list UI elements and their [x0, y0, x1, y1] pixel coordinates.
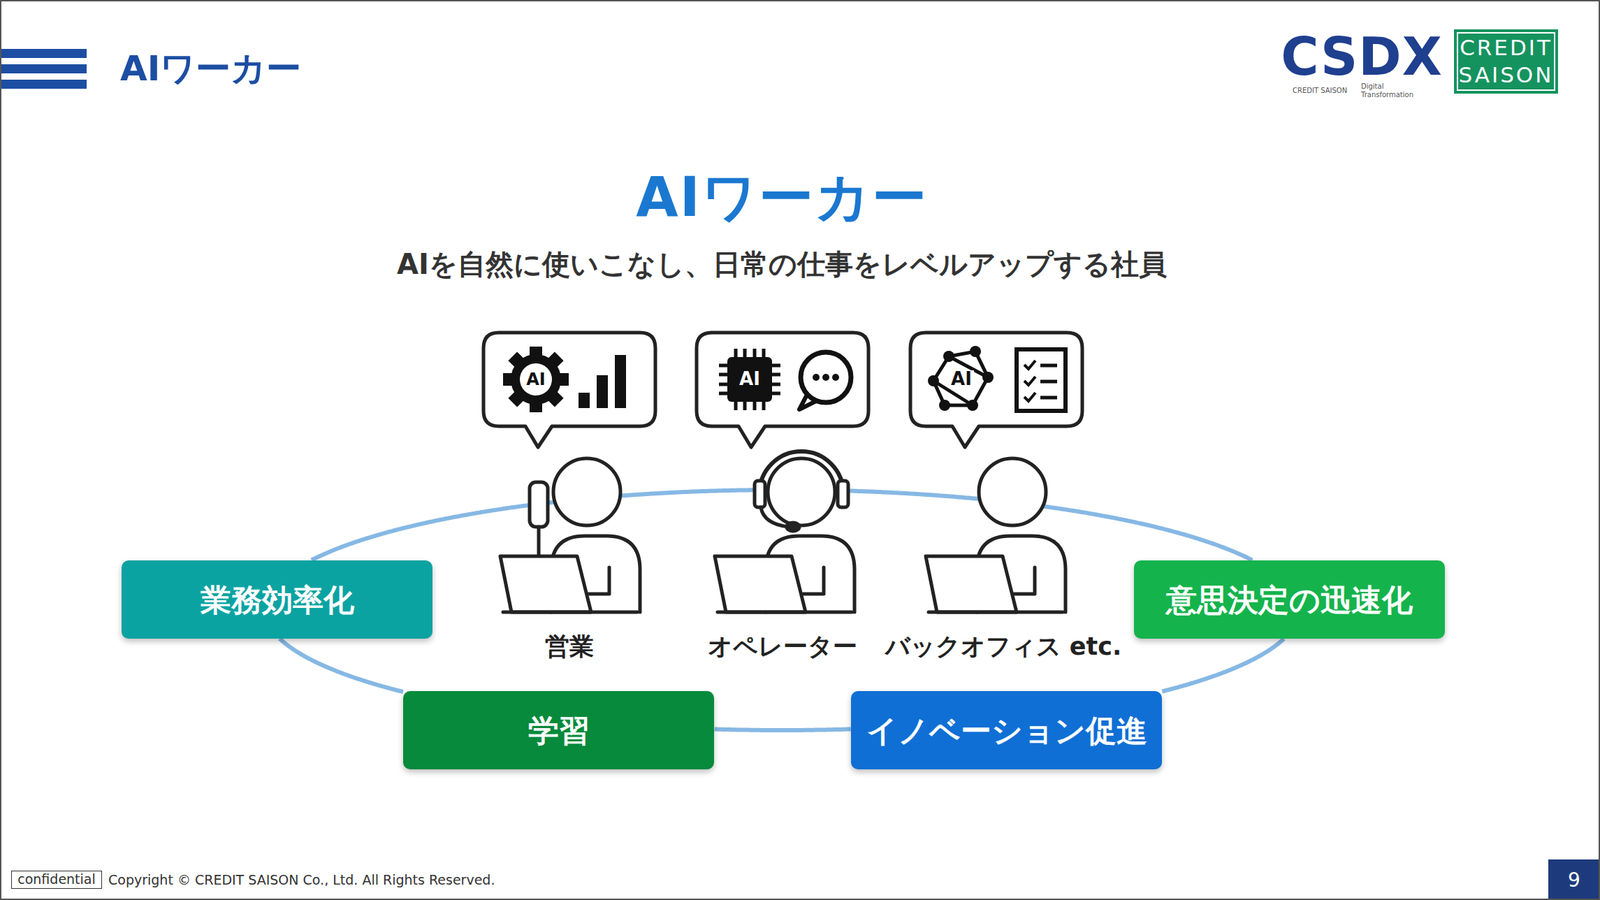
subtitle: AIを自然に使いこなし、日常の仕事をレベルアップする社員 — [257, 244, 1306, 284]
logo-subtext: CREDIT SAISON — [1292, 85, 1360, 97]
laptop-base — [717, 610, 852, 615]
chat-icon — [799, 352, 852, 410]
speech-bubble — [483, 332, 656, 448]
chat-dot — [812, 373, 820, 381]
theme-box: 学習 — [403, 691, 715, 770]
chip-body — [727, 357, 773, 402]
chat-circle — [800, 352, 852, 403]
ring-connector — [1161, 638, 1284, 692]
chip-icon — [718, 348, 781, 411]
person-head — [553, 458, 621, 526]
logo-text: CSDX — [1288, 27, 1436, 86]
ring-connector — [280, 638, 404, 692]
main-title: AIワーカー — [502, 167, 1062, 228]
theme-box: 業務効率化 — [121, 560, 433, 639]
logo-subtext: Digital Transformation — [1361, 85, 1438, 97]
chat-dot — [832, 373, 840, 381]
headset-band — [759, 451, 844, 494]
person-arm — [802, 567, 824, 594]
laptop-base — [928, 610, 1063, 615]
person-head — [767, 458, 835, 526]
laptop — [500, 556, 592, 613]
network-dot — [969, 345, 981, 358]
speech-bubble — [696, 332, 869, 448]
chart-bar — [578, 392, 590, 409]
box-text: 学習 — [528, 711, 590, 750]
theme-box: イノベーション促進 — [851, 691, 1162, 770]
person-operator — [714, 451, 855, 613]
network-lines — [933, 351, 988, 406]
chart-bar — [596, 375, 608, 409]
person-sales — [500, 458, 640, 613]
theme-box: 意思決定の迅速化 — [1133, 560, 1445, 639]
phone-handset — [529, 482, 548, 527]
network-dot — [982, 371, 994, 383]
ring-connector — [714, 729, 852, 731]
speech-bubbles — [483, 332, 1083, 448]
confidential-box: confidential — [11, 870, 103, 889]
chip-pins — [718, 348, 781, 411]
checklist-checks — [1024, 360, 1036, 402]
copyright-note: Copyright © CREDIT SAISON Co., Ltd. All … — [108, 869, 738, 890]
checklist-lines — [1040, 365, 1058, 398]
person-head — [978, 458, 1046, 526]
chat-dot — [822, 373, 830, 381]
headset-earcup — [837, 480, 849, 508]
speech-bubble — [910, 332, 1083, 448]
icon-label: AI — [940, 368, 983, 391]
page-number-box: 9 — [1548, 859, 1600, 900]
person-arm — [1013, 567, 1035, 594]
headset-mic-tip — [786, 522, 800, 532]
box-text: 業務効率化 — [200, 580, 355, 620]
header-bar — [0, 64, 87, 74]
box-text: 意思決定の迅速化 — [1166, 580, 1413, 620]
laptop — [714, 556, 806, 613]
header-bar — [0, 48, 87, 58]
chart-bar — [614, 354, 627, 409]
box-text: confidential — [17, 871, 96, 889]
network-dot — [927, 375, 940, 387]
role-label: バックオフィス etc. — [870, 628, 1137, 664]
box-text: CREDIT SAISON — [1453, 34, 1559, 89]
headset-earcup — [754, 480, 766, 508]
box-text: 9 — [1567, 867, 1581, 893]
person-arm — [537, 526, 541, 559]
checklist-sheet — [1016, 349, 1066, 411]
gear-body — [510, 354, 562, 405]
network-dot — [943, 350, 955, 362]
network-dot — [939, 399, 951, 411]
network-icon — [927, 345, 994, 411]
person-backoffice — [925, 458, 1066, 613]
box-text: イノベーション促進 — [866, 711, 1148, 750]
headset-mic — [760, 507, 789, 527]
role-label: 営業 — [499, 628, 640, 664]
checklist-icon — [1016, 349, 1066, 411]
network-dot — [966, 399, 979, 411]
header-title: AIワーカー — [120, 44, 540, 93]
laptop-base — [503, 610, 638, 615]
icon-label: AI — [514, 368, 557, 391]
logo-box: CREDIT SAISON — [1453, 29, 1559, 94]
person-arm — [588, 567, 610, 594]
laptop — [925, 556, 1017, 613]
gear-icon — [503, 346, 569, 413]
icon-label: AI — [728, 368, 771, 391]
role-label: オペレーター — [684, 628, 881, 664]
bar-chart-icon — [578, 354, 627, 409]
header-bar — [0, 79, 87, 89]
